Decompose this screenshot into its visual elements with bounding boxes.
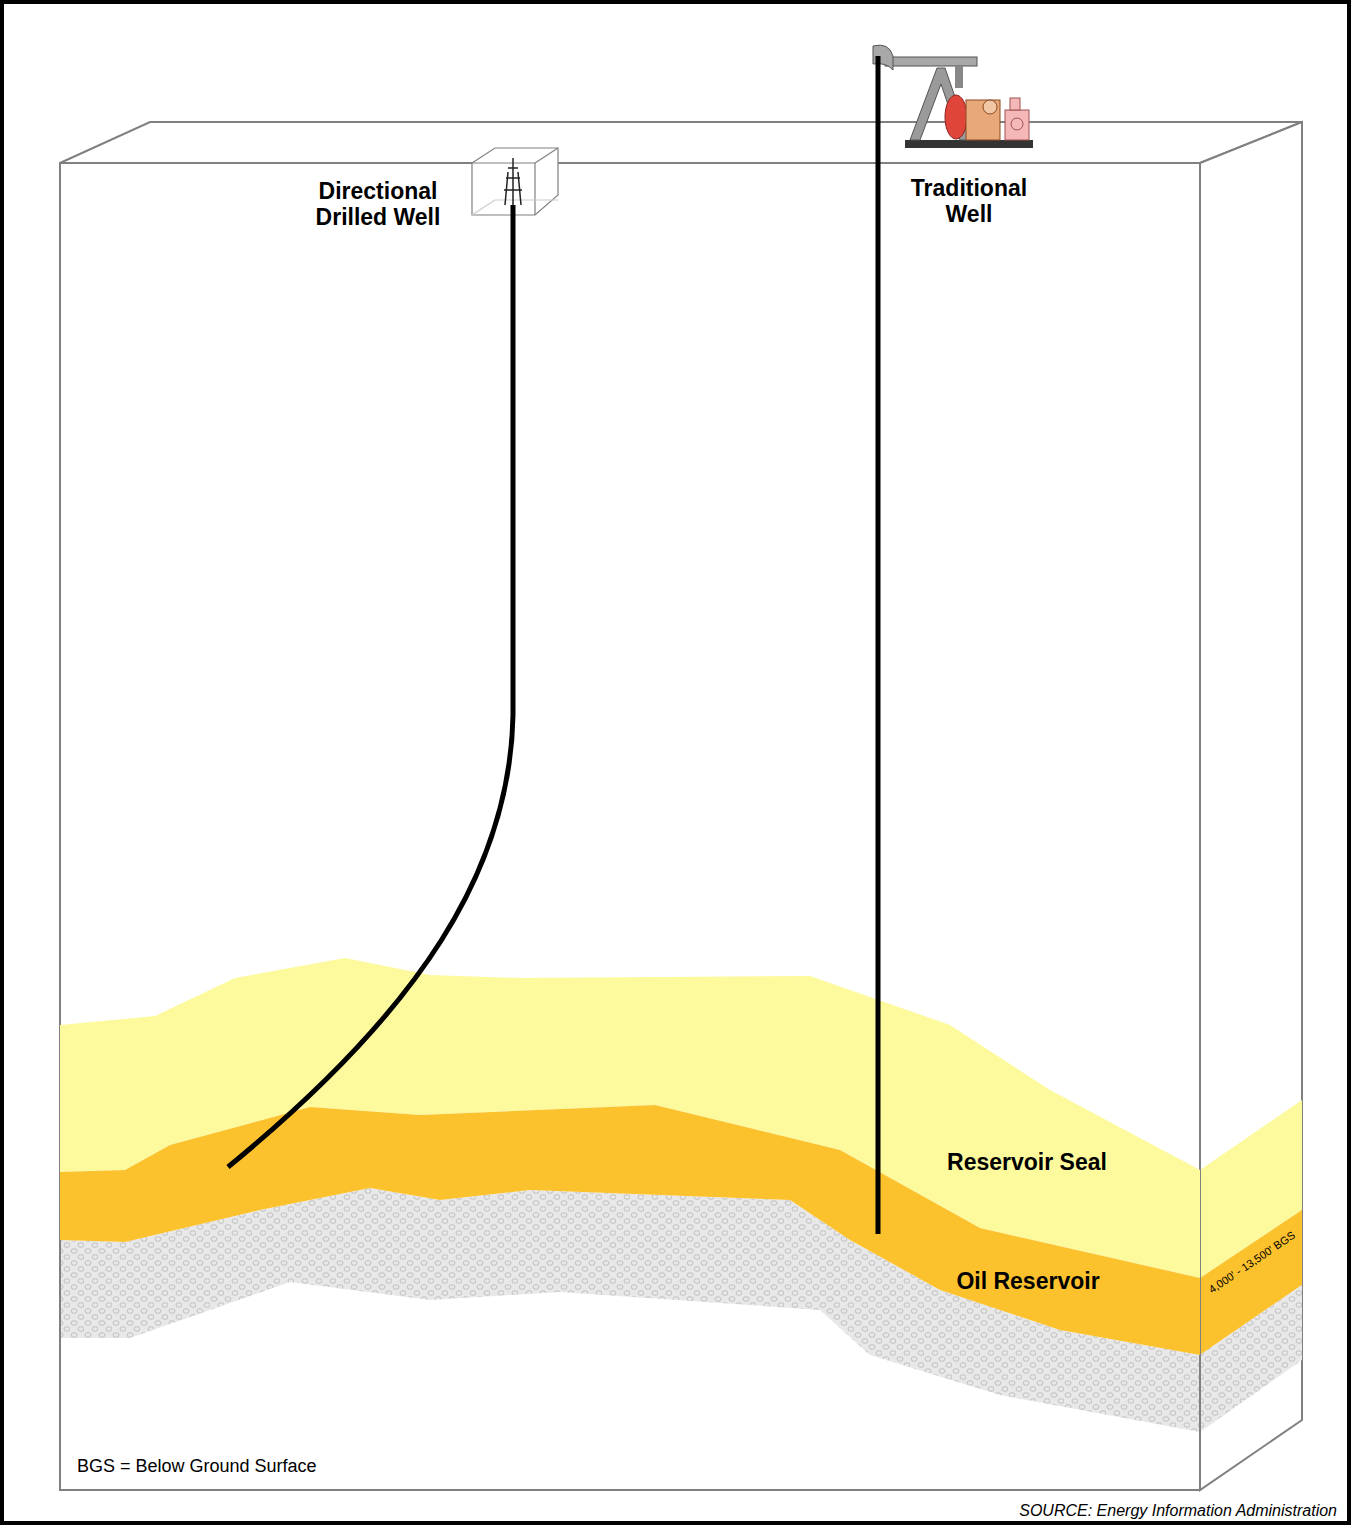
side-face [1200,122,1302,1490]
well-label: Traditional Well [894,175,1044,228]
directional-well-bore [228,205,513,1167]
pump-jack [873,45,1033,148]
oil-reservoir-band: Oil Reservoir [60,1105,1200,1355]
note: BGS = Below Ground Surface [77,1456,317,1477]
drill-rig [472,148,558,215]
gravel-side [1200,1285,1302,1432]
layer-name: Reservoir Seal [947,1149,1107,1176]
band-fill [60,1105,1200,1355]
front-face [60,163,1200,1490]
source-caption: SOURCE: Energy Information Administratio… [1019,1502,1337,1520]
well-label: Directional Drilled Well [288,178,468,231]
band-shape [60,1105,1200,1355]
top-face [60,122,1302,163]
layer-name: Oil Reservoir [956,1268,1099,1295]
derrick [504,158,522,212]
traditional-well-bore [876,56,881,1234]
